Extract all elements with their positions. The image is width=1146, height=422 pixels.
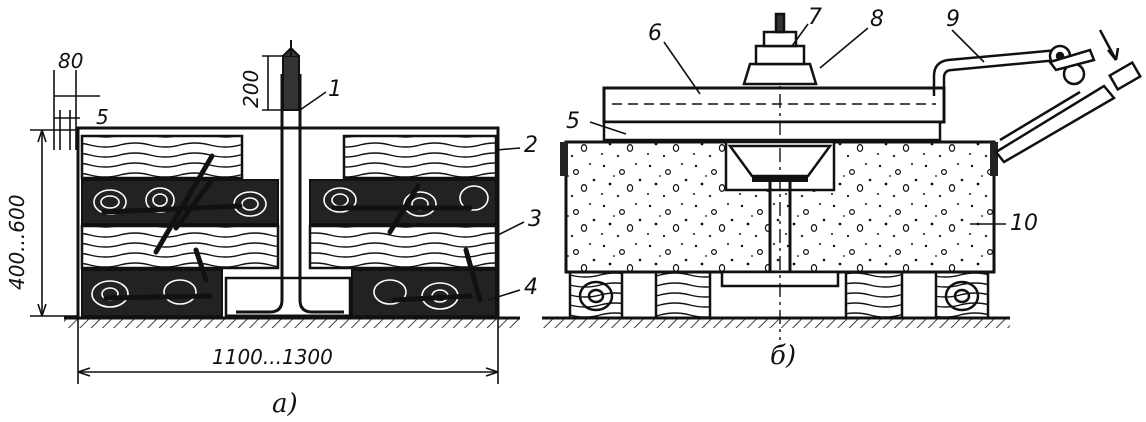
callout-10: 10 [1010,211,1038,236]
caption-b: б) [770,341,796,371]
support-blocks [568,270,990,320]
rebar-rods [101,153,483,303]
callout-8: 8 [870,7,884,32]
panel-b: 5 6 7 8 9 10 б) [542,5,1142,371]
anchor-rod [224,40,352,318]
nut-assembly [742,12,818,86]
caption-a: а) [272,389,298,419]
lever-arm [932,29,1142,164]
top-plank-2 [342,134,498,180]
pressing-plate [602,86,946,124]
callout-4: 4 [524,275,538,300]
dim-400-600-label: 400...600 [5,195,29,290]
dim-5-label: 5 [96,105,109,129]
dim-height [30,129,78,317]
callout-lines-a [299,91,525,301]
dim-width [77,318,499,384]
callout-2: 2 [524,133,538,158]
dim-200-label: 200 [239,70,263,108]
callout-7: 7 [808,5,822,30]
callout-9: 9 [946,7,960,32]
panel-a: 200 80 5 400...600 1100...1300 [5,40,542,419]
callout-3: 3 [528,207,542,232]
callout-lines-b [589,23,1006,225]
anchor-socket [720,140,840,288]
dim-rod-projection [262,55,282,111]
callout-6: 6 [648,21,662,46]
callout-5: 5 [566,109,580,134]
timber-stack [76,126,500,320]
dim-1100-1300-label: 1100...1300 [212,345,333,369]
ground-b [542,316,1010,328]
callout-1: 1 [328,77,342,102]
plank-layer-3 [308,224,498,270]
dim-80-label: 80 [58,49,83,73]
plate-base [602,120,942,142]
